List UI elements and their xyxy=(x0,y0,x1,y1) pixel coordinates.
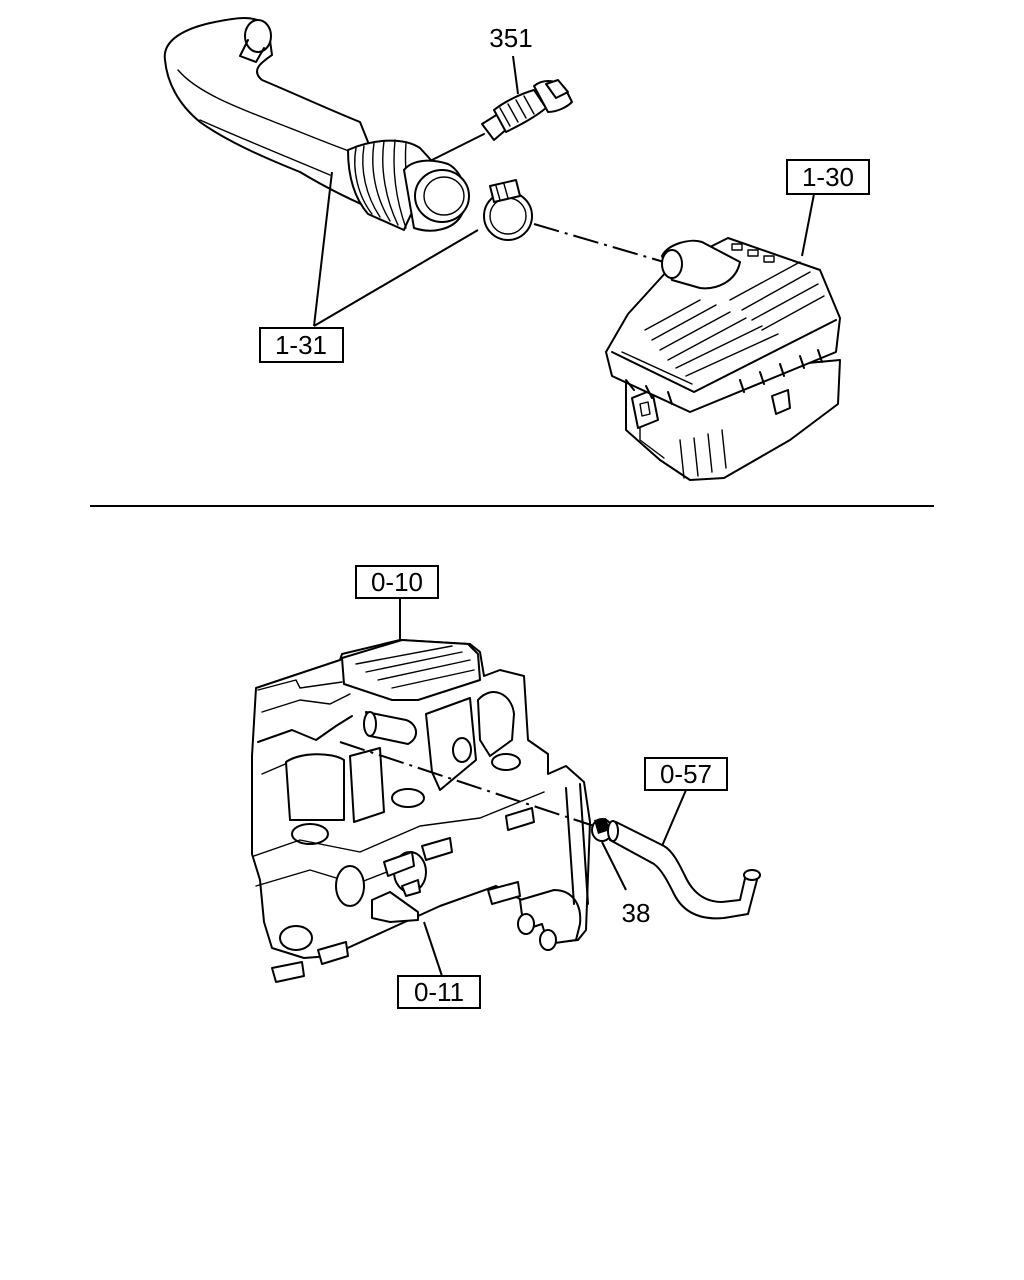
callout-box-1-30 xyxy=(786,159,870,195)
air-cleaner xyxy=(605,237,841,481)
callout-box-0-57 xyxy=(644,757,728,791)
callout-1-30: 1-30 xyxy=(802,162,854,192)
callout-38: 38 xyxy=(622,898,651,928)
callout-0-11: 0-11 xyxy=(414,977,464,1007)
callout-0-57: 0-57 xyxy=(660,759,712,789)
engine-cylinder-head xyxy=(251,639,591,983)
intake-duct xyxy=(163,17,470,232)
hose-clamp xyxy=(483,179,533,241)
hose-clip-38 xyxy=(591,818,613,842)
callout-box-0-10 xyxy=(355,565,439,599)
sensor-351 xyxy=(431,79,573,161)
callout-0-10: 0-10 xyxy=(371,567,423,597)
ventilation-hose xyxy=(607,820,761,920)
callout-351: 351 xyxy=(489,23,532,53)
head-studs xyxy=(271,807,535,983)
callout-box-1-31 xyxy=(259,327,344,363)
callout-box-0-11 xyxy=(397,975,481,1009)
callout-1-31: 1-31 xyxy=(275,330,327,360)
